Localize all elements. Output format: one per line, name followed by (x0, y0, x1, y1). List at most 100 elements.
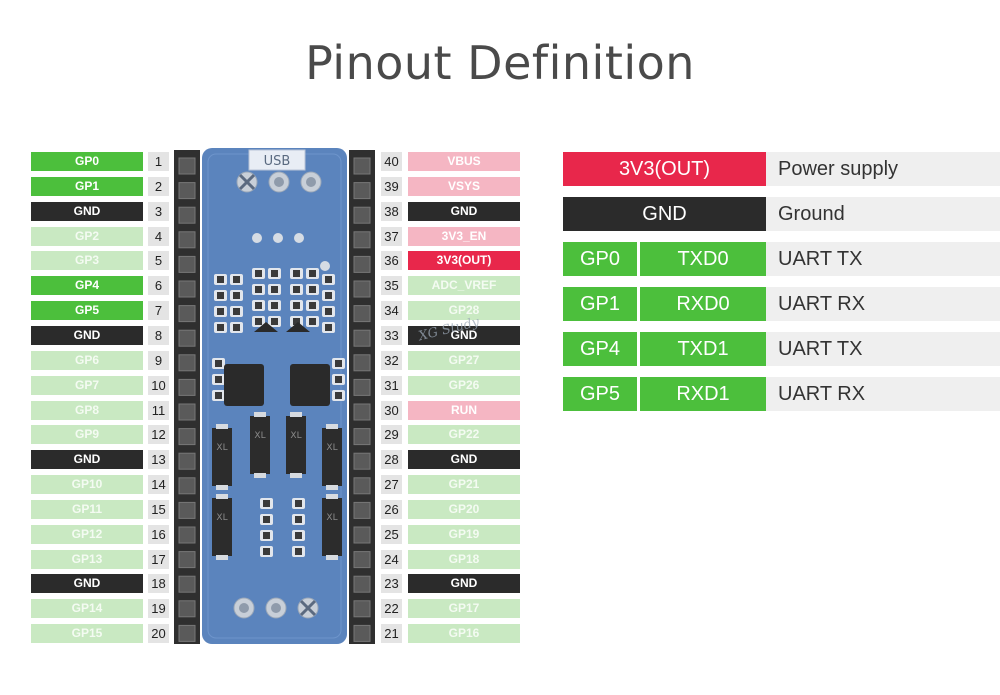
right-pin-number: 30 (381, 400, 402, 420)
smd-body (255, 318, 262, 325)
left-pin-label: GND (31, 201, 143, 221)
left-pin-label: GP11 (31, 499, 143, 519)
smd-body (295, 500, 302, 507)
header-pin (178, 501, 196, 519)
left-pin-label: GP8 (31, 400, 143, 420)
legend-description: UART RX (766, 287, 1000, 321)
smd-body (255, 302, 262, 309)
legend-tag: RXD0 (640, 287, 766, 321)
legend-tag: GP0 (563, 242, 637, 276)
smd-body (325, 308, 332, 315)
left-pin-number: 16 (148, 524, 169, 544)
left-pin-number: 10 (148, 375, 169, 395)
smd-body (233, 292, 240, 299)
header-pin (353, 526, 371, 544)
usb-connector (248, 149, 306, 171)
right-pin-number: 26 (381, 499, 402, 519)
right-pin-label: VSYS (408, 176, 520, 196)
legend-tag: GP1 (563, 287, 637, 321)
xl-chip (322, 498, 342, 556)
xl-chip (212, 498, 232, 556)
smd-body (271, 270, 278, 277)
right-pin-label: 3V3_EN (408, 226, 520, 246)
header-pin (178, 526, 196, 544)
header-pin (353, 624, 371, 642)
legend-tag: GND (563, 197, 766, 231)
header-pin (353, 477, 371, 495)
smd-body (293, 270, 300, 277)
smd-body (325, 292, 332, 299)
right-pin-number: 21 (381, 624, 402, 644)
smd-body (271, 302, 278, 309)
left-pin-number: 4 (148, 226, 169, 246)
xl-chip-mark: XL (326, 513, 337, 523)
legend-description: UART RX (766, 377, 1000, 411)
right-pin-number: 38 (381, 201, 402, 221)
right-pin-number: 32 (381, 350, 402, 370)
smd-body (263, 548, 270, 555)
header-pin (178, 329, 196, 347)
right-pin-label: GND (408, 201, 520, 221)
left-pin-label: GP5 (31, 301, 143, 321)
legend-description: Power supply (766, 152, 1000, 186)
left-pin-number: 19 (148, 599, 169, 619)
right-pin-number: 24 (381, 549, 402, 569)
header-pin (353, 575, 371, 593)
left-pin-number: 1 (148, 152, 169, 171)
xl-chip (286, 416, 306, 474)
smd-components (212, 268, 345, 557)
smd-body (335, 360, 342, 367)
right-pin-label: GP18 (408, 549, 520, 569)
right-pin-label: GND (408, 325, 520, 345)
smd-body (309, 318, 316, 325)
right-pin-number: 31 (381, 375, 402, 395)
right-pin-number: 33 (381, 325, 402, 345)
header-pin (353, 403, 371, 421)
smd-body (215, 360, 222, 367)
right-pin-label: VBUS (408, 152, 520, 171)
smd-body (295, 516, 302, 523)
xl-chip-mark: XL (216, 443, 227, 453)
left-pin-label: GP3 (31, 251, 143, 271)
left-pin-number: 7 (148, 301, 169, 321)
smd-body (325, 324, 332, 331)
xl-chip-mark: XL (216, 513, 227, 523)
left-pin-label: GP7 (31, 375, 143, 395)
smd-body (309, 302, 316, 309)
right-pin-number: 40 (381, 152, 402, 171)
header-pin (178, 157, 196, 175)
xl-chip-mark: XL (290, 431, 301, 441)
left-pin-label: GP13 (31, 549, 143, 569)
right-pin-label: RUN (408, 400, 520, 420)
right-pin-number: 34 (381, 301, 402, 321)
smd-body (309, 270, 316, 277)
smd-body (233, 324, 240, 331)
right-pin-number: 23 (381, 574, 402, 594)
smd-body (217, 308, 224, 315)
smd-body (263, 500, 270, 507)
smd-body (255, 286, 262, 293)
smd-body (295, 532, 302, 539)
header-pin (178, 551, 196, 569)
left-pin-label: GND (31, 325, 143, 345)
left-pin-label: GP12 (31, 524, 143, 544)
xl-chip-mark: XL (326, 443, 337, 453)
header-pins (178, 157, 371, 642)
left-pin-label: GND (31, 574, 143, 594)
smd-body (271, 286, 278, 293)
left-pin-number: 18 (148, 574, 169, 594)
smd-body (233, 276, 240, 283)
smd-body (293, 302, 300, 309)
header-pin (353, 182, 371, 200)
header-pin (353, 378, 371, 396)
right-pin-label: GND (408, 574, 520, 594)
left-pin-number: 15 (148, 499, 169, 519)
header-pin (178, 600, 196, 618)
header-pin (353, 157, 371, 175)
transistor (286, 322, 310, 332)
header-pin (178, 428, 196, 446)
left-pin-number: 2 (148, 176, 169, 196)
legend-tag: RXD1 (640, 377, 766, 411)
